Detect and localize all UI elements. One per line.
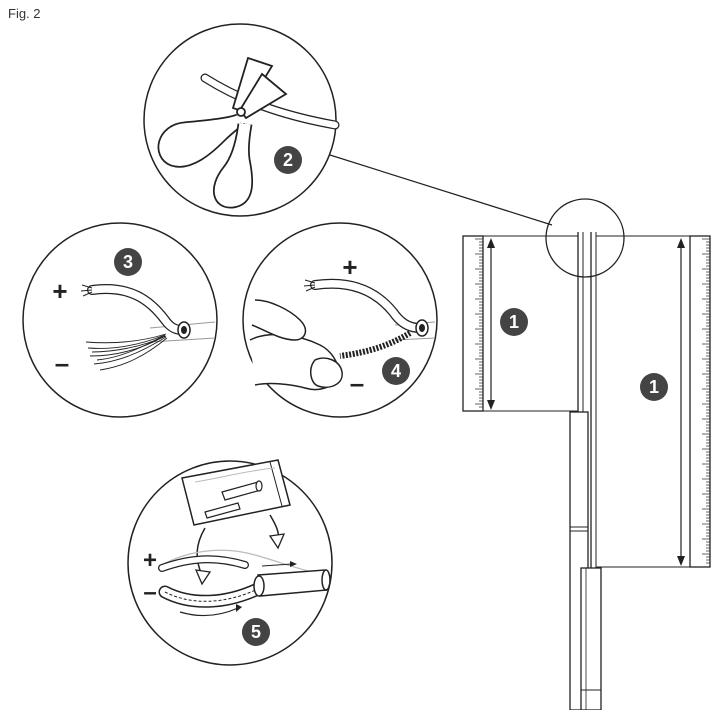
step-badge-5 bbox=[242, 618, 270, 646]
right-ruler: 1 bbox=[596, 235, 711, 568]
step-number-5: 5 bbox=[251, 622, 261, 642]
step-badge-3 bbox=[114, 248, 142, 276]
step-badge-4 bbox=[382, 357, 410, 385]
figure-label: Fig. 2 bbox=[8, 6, 41, 21]
step-number-1a: 1 bbox=[509, 312, 519, 332]
step-number-1b: 1 bbox=[649, 377, 659, 397]
hand-icon bbox=[249, 299, 343, 391]
leader-line bbox=[329, 154, 553, 226]
step-number-3: 3 bbox=[123, 252, 133, 272]
step-3-split-detail: + – 3 bbox=[22, 222, 218, 418]
plus-label-5: + bbox=[143, 547, 157, 574]
step-4-twist-detail: + – 4 bbox=[242, 222, 438, 418]
step-badge-2 bbox=[274, 146, 302, 174]
sleeve-packet bbox=[181, 459, 291, 526]
zoom-circle bbox=[545, 198, 625, 278]
minus-label-4: – bbox=[350, 368, 364, 398]
braid-strands bbox=[85, 333, 168, 371]
step-number-2: 2 bbox=[283, 150, 293, 170]
scissors-icon bbox=[157, 56, 288, 209]
step-2-cut-detail: 2 bbox=[143, 23, 340, 217]
tube-assembly bbox=[569, 232, 602, 711]
plus-label: + bbox=[52, 276, 67, 306]
detail-circle-3 bbox=[22, 222, 218, 418]
minus-label-5: – bbox=[143, 579, 156, 606]
left-ruler: 1 bbox=[462, 235, 578, 412]
step-number-4: 4 bbox=[391, 361, 401, 381]
step-badge-1b bbox=[640, 373, 668, 401]
step-badge-1a bbox=[500, 308, 528, 336]
minus-label: – bbox=[55, 348, 69, 378]
plus-label-4: + bbox=[342, 252, 357, 282]
step-5-sleeve-detail: + – 5 bbox=[127, 459, 333, 666]
